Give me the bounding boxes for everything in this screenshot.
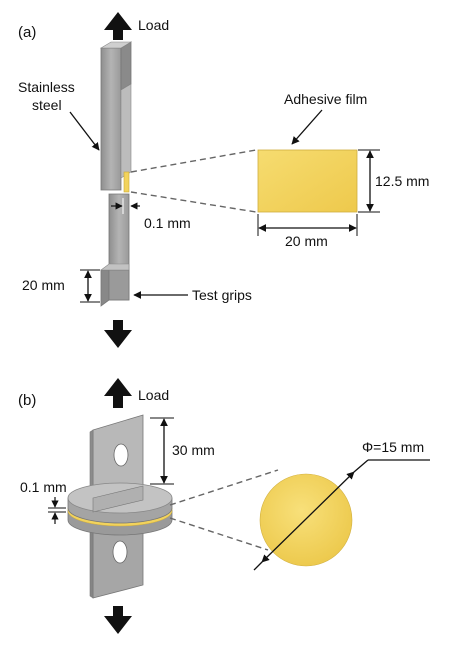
diameter-line (261, 471, 355, 563)
projection-line-bottom-a (130, 191, 257, 213)
gap-label-b: 0.1 mm (20, 479, 67, 495)
adhesive-film-enlarged (257, 149, 358, 213)
load-label-b: Load (138, 387, 169, 403)
gap-label-a: 0.1 mm (144, 215, 191, 231)
adhesive-film-on-specimen (123, 171, 130, 193)
upper-steel-adherend (99, 41, 133, 191)
adhesive-film-leader (291, 109, 323, 145)
load-arrow-down-icon (104, 320, 132, 348)
tab-height-label: 30 mm (172, 442, 215, 458)
stainless-steel-label-line1: Stainless (18, 79, 75, 95)
lower-tab-hole (112, 540, 128, 564)
projection-line-top-a (130, 149, 257, 173)
projection-line-top-b (169, 469, 279, 506)
bonded-discs (67, 482, 173, 536)
stainless-steel-label-line2: steel (32, 97, 62, 113)
stainless-steel-leader (69, 111, 100, 151)
load-arrow-up-icon (104, 12, 132, 40)
load-arrow-down-icon-b (104, 606, 132, 634)
diameter-label: Φ=15 mm (362, 439, 424, 455)
test-grips-label: Test grips (192, 287, 252, 303)
panel-b-label: (b) (18, 392, 36, 409)
panel-a: (a) Load Stainless steel 0 (18, 12, 429, 348)
load-arrow-up-icon-b (104, 378, 132, 408)
load-label-a: Load (138, 17, 169, 33)
adhesive-film-label: Adhesive film (284, 91, 367, 107)
panel-b: (b) Load 30 mm 0.1 mm (18, 378, 430, 634)
grip-length-label: 20 mm (22, 277, 65, 293)
film-height-label: 12.5 mm (375, 173, 429, 189)
panel-a-label: (a) (18, 24, 36, 41)
projection-line-bottom-b (169, 517, 269, 551)
upper-tab-hole (113, 443, 129, 467)
lower-steel-adherend (100, 193, 130, 307)
film-width-label: 20 mm (285, 233, 328, 249)
